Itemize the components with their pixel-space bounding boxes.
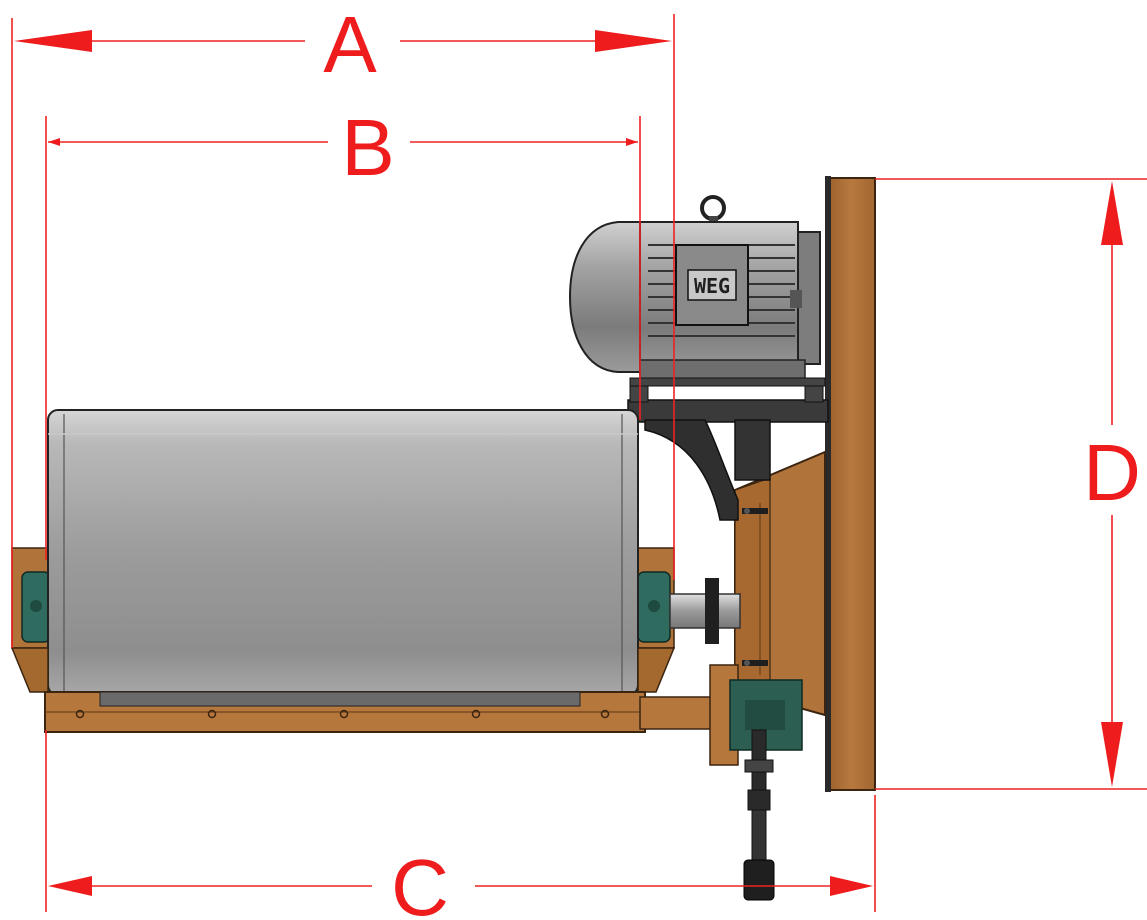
motor-nameplate xyxy=(687,269,737,301)
base-frame xyxy=(10,647,716,733)
dimension-d: D xyxy=(875,178,1147,790)
mounting-plate xyxy=(825,176,876,792)
motor-nameplate-text: WEG xyxy=(694,274,730,298)
dimension-a-label: A xyxy=(323,0,377,89)
gearbox-housing xyxy=(734,450,826,717)
dimension-d-label: D xyxy=(1083,428,1141,517)
lifting-eye-icon xyxy=(700,195,726,221)
electric-motor: WEG xyxy=(568,195,826,387)
dimension-c-label: C xyxy=(391,843,449,920)
right-bearing xyxy=(637,547,675,649)
dimension-a: A xyxy=(11,0,675,648)
left-bearing xyxy=(11,547,51,649)
motor-bracket xyxy=(627,379,829,521)
drum-pulley xyxy=(47,409,639,696)
dimension-c: C xyxy=(45,730,876,920)
dimension-b-label: B xyxy=(341,103,394,192)
drive-shaft xyxy=(669,578,741,644)
dimension-b: B xyxy=(45,103,641,560)
take-up-assembly xyxy=(709,664,803,901)
